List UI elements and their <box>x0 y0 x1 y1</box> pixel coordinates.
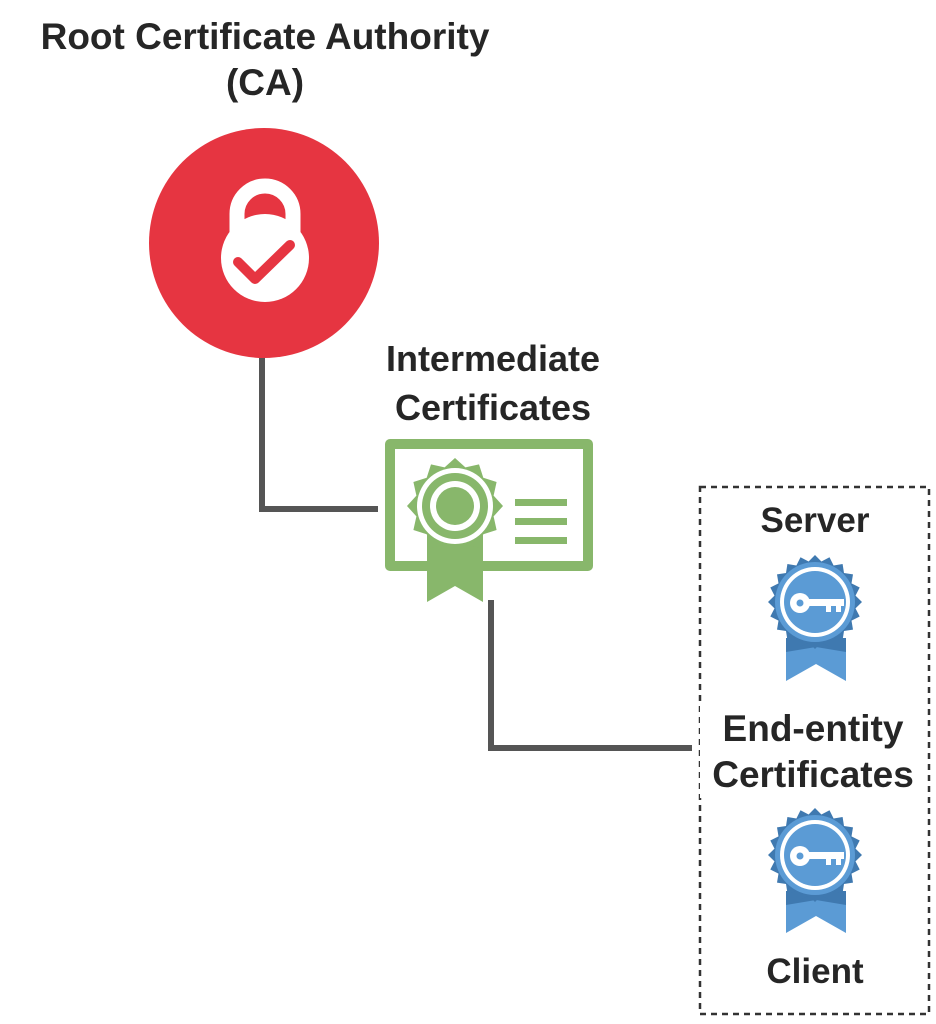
end-entity-title-line2: Certificates <box>712 754 914 795</box>
key-icon <box>790 593 844 613</box>
certificate-ribbon-icon <box>385 439 593 602</box>
connector-root-to-intermediate <box>259 358 378 512</box>
padlock-check-icon <box>149 128 379 358</box>
key-badge-icon <box>768 808 862 933</box>
connector-intermediate-to-end-entity <box>488 600 692 751</box>
end-entity-title-line1: End-entity <box>722 708 904 749</box>
client-label: Client <box>766 952 864 991</box>
root-ca-title-line2: (CA) <box>225 62 305 103</box>
intermediate-title: Intermediate Certificates <box>330 334 656 432</box>
key-badge-icon <box>768 555 862 681</box>
server-label: Server <box>760 501 870 540</box>
end-entity-title: End-entity Certificates <box>700 706 926 798</box>
root-ca-title-line1: Root Certificate Authority <box>40 16 490 57</box>
intermediate-title-line1: Intermediate <box>385 338 601 379</box>
root-ca-title: Root Certificate Authority (CA) <box>0 14 530 106</box>
key-icon <box>790 846 844 866</box>
intermediate-title-line2: Certificates <box>394 387 592 428</box>
